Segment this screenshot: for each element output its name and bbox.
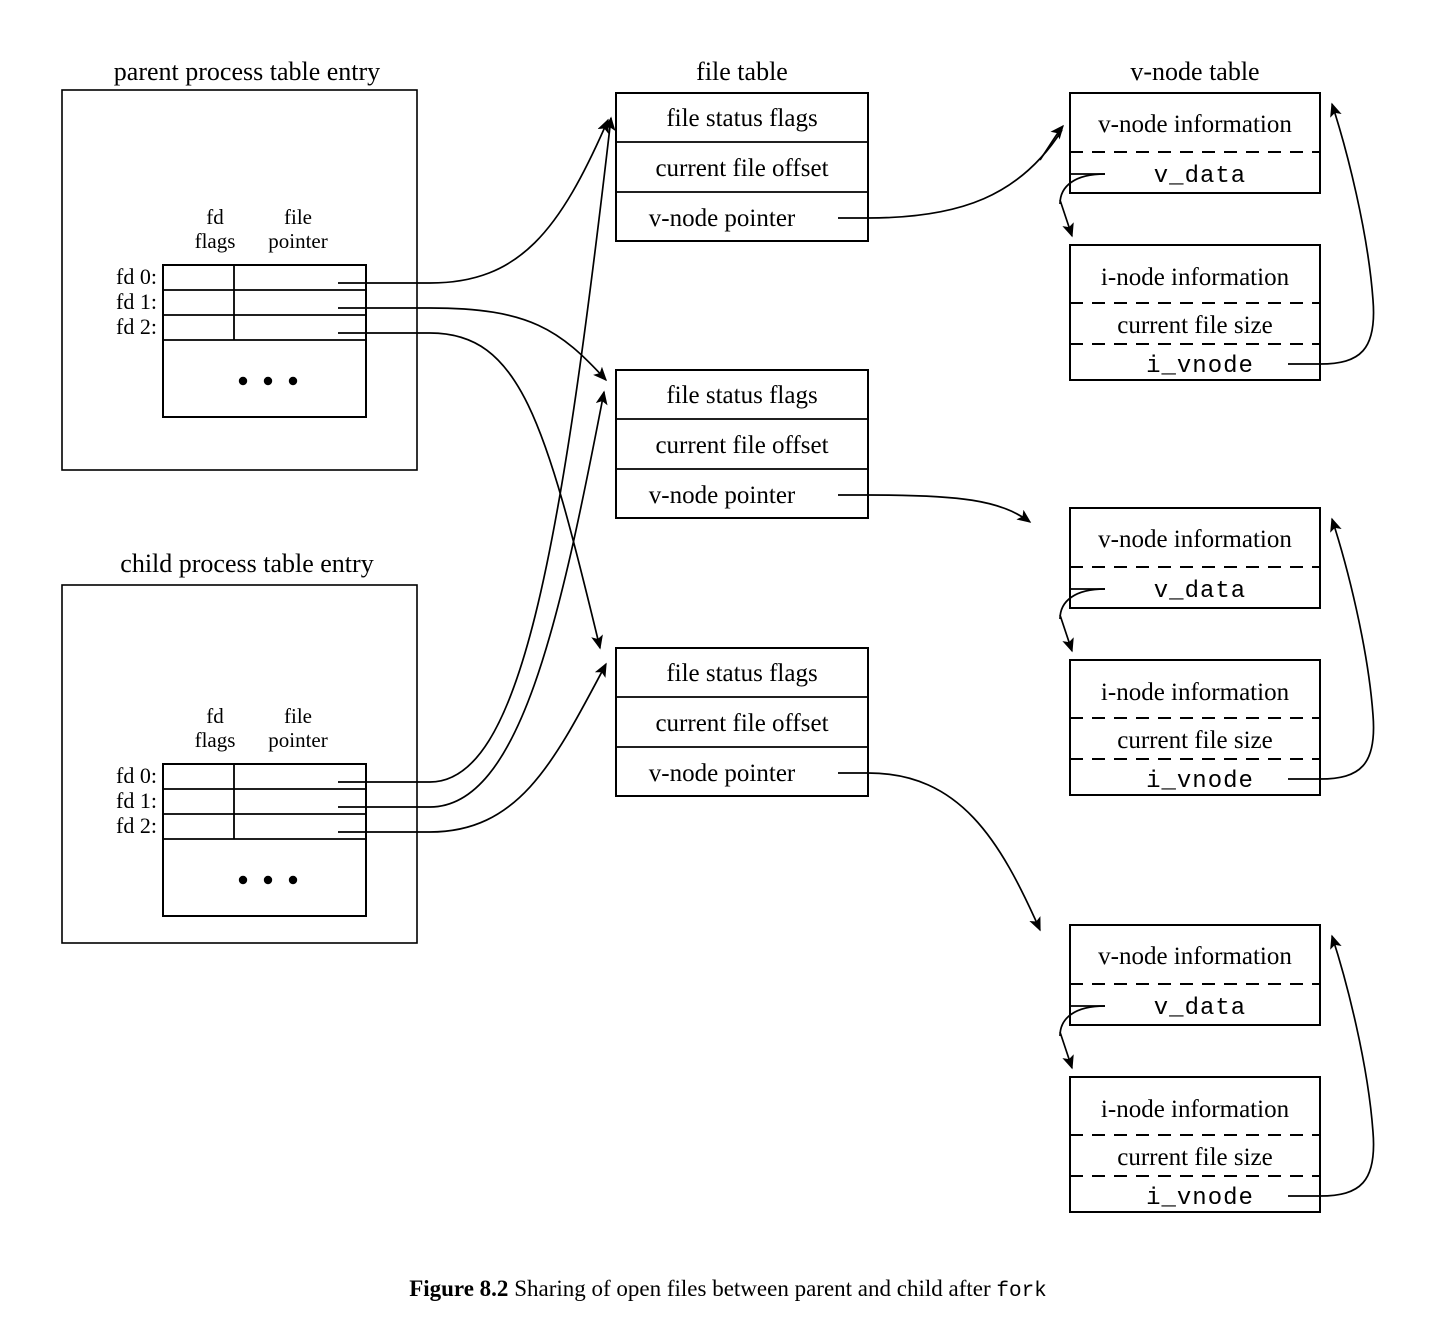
file-entry-2-box bbox=[615, 369, 869, 519]
inode-2-i-vnode: i_vnode bbox=[1146, 768, 1254, 795]
file-table-entry-2: file status flags current file offset v-… bbox=[615, 369, 869, 519]
file-entry-3-box bbox=[615, 647, 869, 797]
child-fd-flags-head-line1: fd bbox=[206, 704, 224, 728]
vnode-1-box bbox=[1069, 92, 1321, 194]
file-3-to-vnode-3-arrow bbox=[867, 772, 1041, 932]
parent-ellipsis-dot-2 bbox=[263, 376, 273, 386]
child-process-table-entry: fd flags file pointer fd 0: fd 1: fd 2: bbox=[61, 584, 418, 944]
file-entry-2-vnode-pointer: v-node pointer bbox=[649, 482, 796, 509]
child-fd-flags-head-line2: flags bbox=[195, 728, 236, 752]
vnode-group-3: v-node information v_data i-node informa… bbox=[1059, 924, 1375, 1213]
inode-2-information: i-node information bbox=[1101, 679, 1290, 706]
inode-1-ivnode-backlink bbox=[1319, 102, 1375, 365]
inode-1-information: i-node information bbox=[1101, 264, 1290, 291]
file-table-entry-3: file status flags current file offset v-… bbox=[615, 647, 869, 797]
inode-2-ivnode-backlink bbox=[1319, 517, 1375, 780]
vnode-1-v-data: v_data bbox=[1154, 163, 1246, 190]
vnode-2-v-data: v_data bbox=[1154, 578, 1246, 605]
file-entry-1-current-offset: current file offset bbox=[655, 155, 828, 182]
file-table-entry-1: file status flags current file offset v-… bbox=[615, 92, 869, 242]
parent-file-pointer-head-line2: pointer bbox=[268, 229, 327, 253]
parent-process-title: parent process table entry bbox=[114, 57, 380, 86]
inode-3-information: i-node information bbox=[1101, 1096, 1290, 1123]
parent-fd0-to-file-1-arrow bbox=[338, 118, 609, 284]
vnode-1-vdata-arrow bbox=[1059, 199, 1074, 238]
file-entry-1-box bbox=[615, 92, 869, 242]
child-fd0-to-file-1-arrow bbox=[338, 116, 616, 783]
child-fd-row-label-1: fd 1: bbox=[116, 788, 157, 813]
file-entry-3-vnode-pointer: v-node pointer bbox=[649, 760, 796, 787]
parent-ellipsis-dot-3 bbox=[288, 376, 298, 386]
parent-file-pointer-head-line1: file bbox=[284, 205, 312, 229]
figure-caption: Figure 8.2 Sharing of open files between… bbox=[0, 1276, 1456, 1303]
vnode-3-v-data: v_data bbox=[1154, 995, 1246, 1022]
vnode-group-1: v-node information v_data i-node informa… bbox=[1059, 92, 1375, 381]
child-ellipsis-dot-1 bbox=[238, 875, 248, 885]
vnode-table-title: v-node table bbox=[1130, 57, 1259, 86]
file-2-to-vnode-2-arrow bbox=[867, 494, 1032, 523]
inode-3-i-vnode: i_vnode bbox=[1146, 1185, 1254, 1212]
vnode-2-information: v-node information bbox=[1098, 526, 1292, 553]
figure-caption-text: Sharing of open files between parent and… bbox=[514, 1276, 991, 1301]
child-fd1-to-file-2-arrow bbox=[338, 390, 608, 808]
inode-2-box bbox=[1069, 659, 1321, 796]
parent-fd1-to-file-2-arrow bbox=[338, 307, 608, 382]
child-process-title: child process table entry bbox=[120, 549, 373, 578]
file-entry-3-current-offset: current file offset bbox=[655, 710, 828, 737]
vnode-2-vdata-arrow bbox=[1059, 614, 1074, 653]
parent-fd-row-label-1: fd 1: bbox=[116, 289, 157, 314]
parent-ellipsis-dot-1 bbox=[238, 376, 248, 386]
child-file-pointer-head-line2: pointer bbox=[268, 728, 327, 752]
vnode-1-information: v-node information bbox=[1098, 111, 1292, 138]
parent-fd-flags-head-line1: fd bbox=[206, 205, 224, 229]
figure-caption-mono: fork bbox=[996, 1280, 1047, 1303]
parent-process-table-entry: fd flags file pointer fd 0: fd 1: fd 2: bbox=[61, 89, 418, 471]
vnode-3-vdata-link bbox=[1059, 1005, 1106, 1037]
file-table-title: file table bbox=[696, 57, 788, 86]
child-file-pointer-head-line1: file bbox=[284, 704, 312, 728]
parent-fd-table bbox=[162, 264, 367, 418]
inode-1-i-vnode: i_vnode bbox=[1146, 353, 1254, 380]
vnode-2-vdata-link bbox=[1059, 588, 1106, 620]
child-fd-row-label-2: fd 2: bbox=[116, 813, 157, 838]
parent-fd-row-label-0: fd 0: bbox=[116, 264, 157, 289]
inode-3-ivnode-backlink bbox=[1319, 934, 1375, 1197]
vnode-3-box bbox=[1069, 924, 1321, 1026]
child-process-outer-box bbox=[61, 584, 418, 944]
parent-fd-flags-head-line2: flags bbox=[195, 229, 236, 253]
inode-2-current-file-size: current file size bbox=[1117, 727, 1272, 754]
vnode-group-2: v-node information v_data i-node informa… bbox=[1059, 507, 1375, 796]
file-1-to-vnode-1-link bbox=[867, 129, 1063, 219]
inode-1-box bbox=[1069, 244, 1321, 381]
inode-3-box bbox=[1069, 1076, 1321, 1213]
child-fd-row-label-0: fd 0: bbox=[116, 763, 157, 788]
vnode-3-vdata-arrow bbox=[1059, 1031, 1074, 1070]
figure-caption-label: Figure 8.2 bbox=[409, 1276, 509, 1301]
file-1-to-vnode-1-arrow bbox=[1039, 124, 1064, 161]
vnode-1-vdata-link bbox=[1059, 173, 1106, 205]
child-fd2-to-file-3-arrow bbox=[338, 662, 607, 833]
file-entry-3-status-flags: file status flags bbox=[666, 660, 817, 687]
parent-fd-row-label-2: fd 2: bbox=[116, 314, 157, 339]
file-entry-2-status-flags: file status flags bbox=[666, 382, 817, 409]
parent-process-outer-box bbox=[61, 89, 418, 471]
child-fd-table bbox=[162, 763, 367, 917]
inode-3-current-file-size: current file size bbox=[1117, 1144, 1272, 1171]
inode-1-current-file-size: current file size bbox=[1117, 312, 1272, 339]
child-ellipsis-dot-3 bbox=[288, 875, 298, 885]
file-entry-2-current-offset: current file offset bbox=[655, 432, 828, 459]
vnode-3-information: v-node information bbox=[1098, 943, 1292, 970]
parent-fd2-to-file-3-arrow bbox=[338, 332, 603, 650]
child-ellipsis-dot-2 bbox=[263, 875, 273, 885]
file-entry-1-status-flags: file status flags bbox=[666, 105, 817, 132]
file-entry-1-vnode-pointer: v-node pointer bbox=[649, 205, 796, 232]
vnode-2-box bbox=[1069, 507, 1321, 609]
